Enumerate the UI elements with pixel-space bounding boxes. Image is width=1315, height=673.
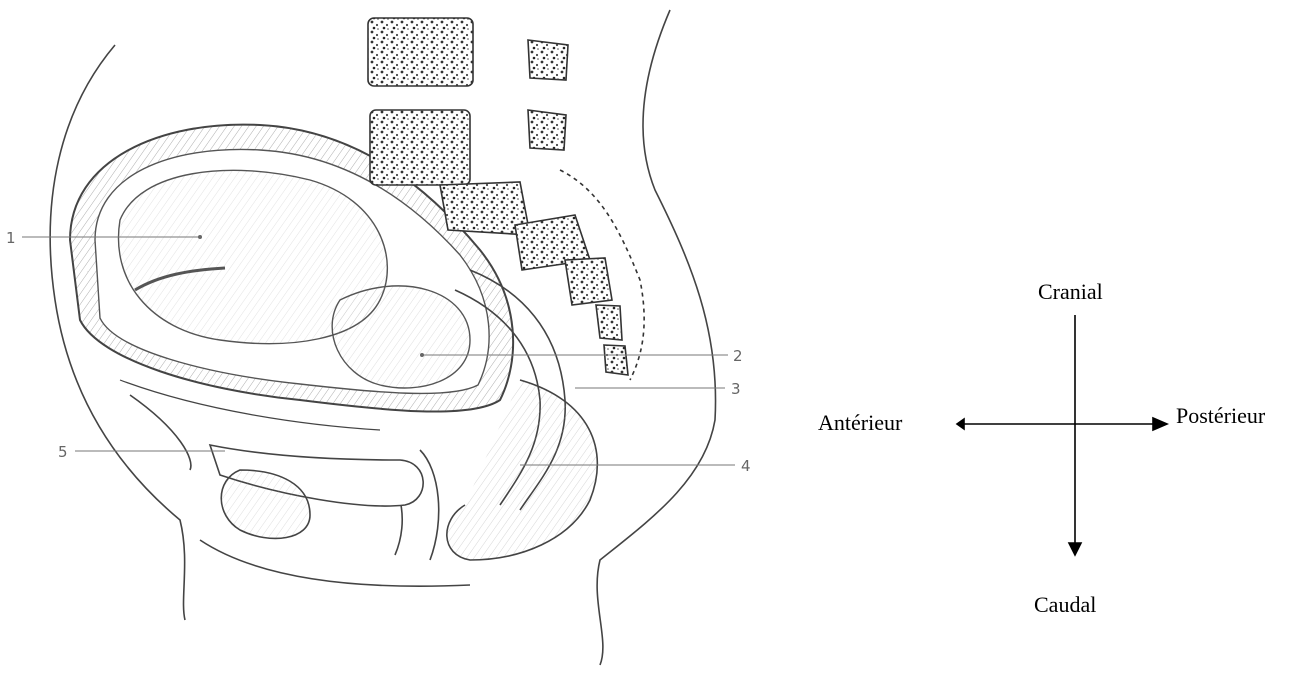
callout-5: 5 — [58, 443, 68, 461]
label-posterior: Postérieur — [1176, 403, 1265, 429]
label-anterior: Antérieur — [818, 410, 902, 436]
posterior-arrowhead — [1153, 418, 1167, 430]
callout-3: 3 — [731, 380, 741, 398]
callout-1: 1 — [6, 229, 16, 247]
label-caudal: Caudal — [1034, 592, 1096, 618]
callout-2: 2 — [733, 347, 743, 365]
orientation-compass — [957, 315, 1167, 555]
anterior-arrowhead — [957, 419, 964, 429]
label-cranial: Cranial — [1038, 279, 1103, 305]
caudal-arrowhead — [1069, 543, 1081, 555]
callout-4: 4 — [741, 457, 751, 475]
